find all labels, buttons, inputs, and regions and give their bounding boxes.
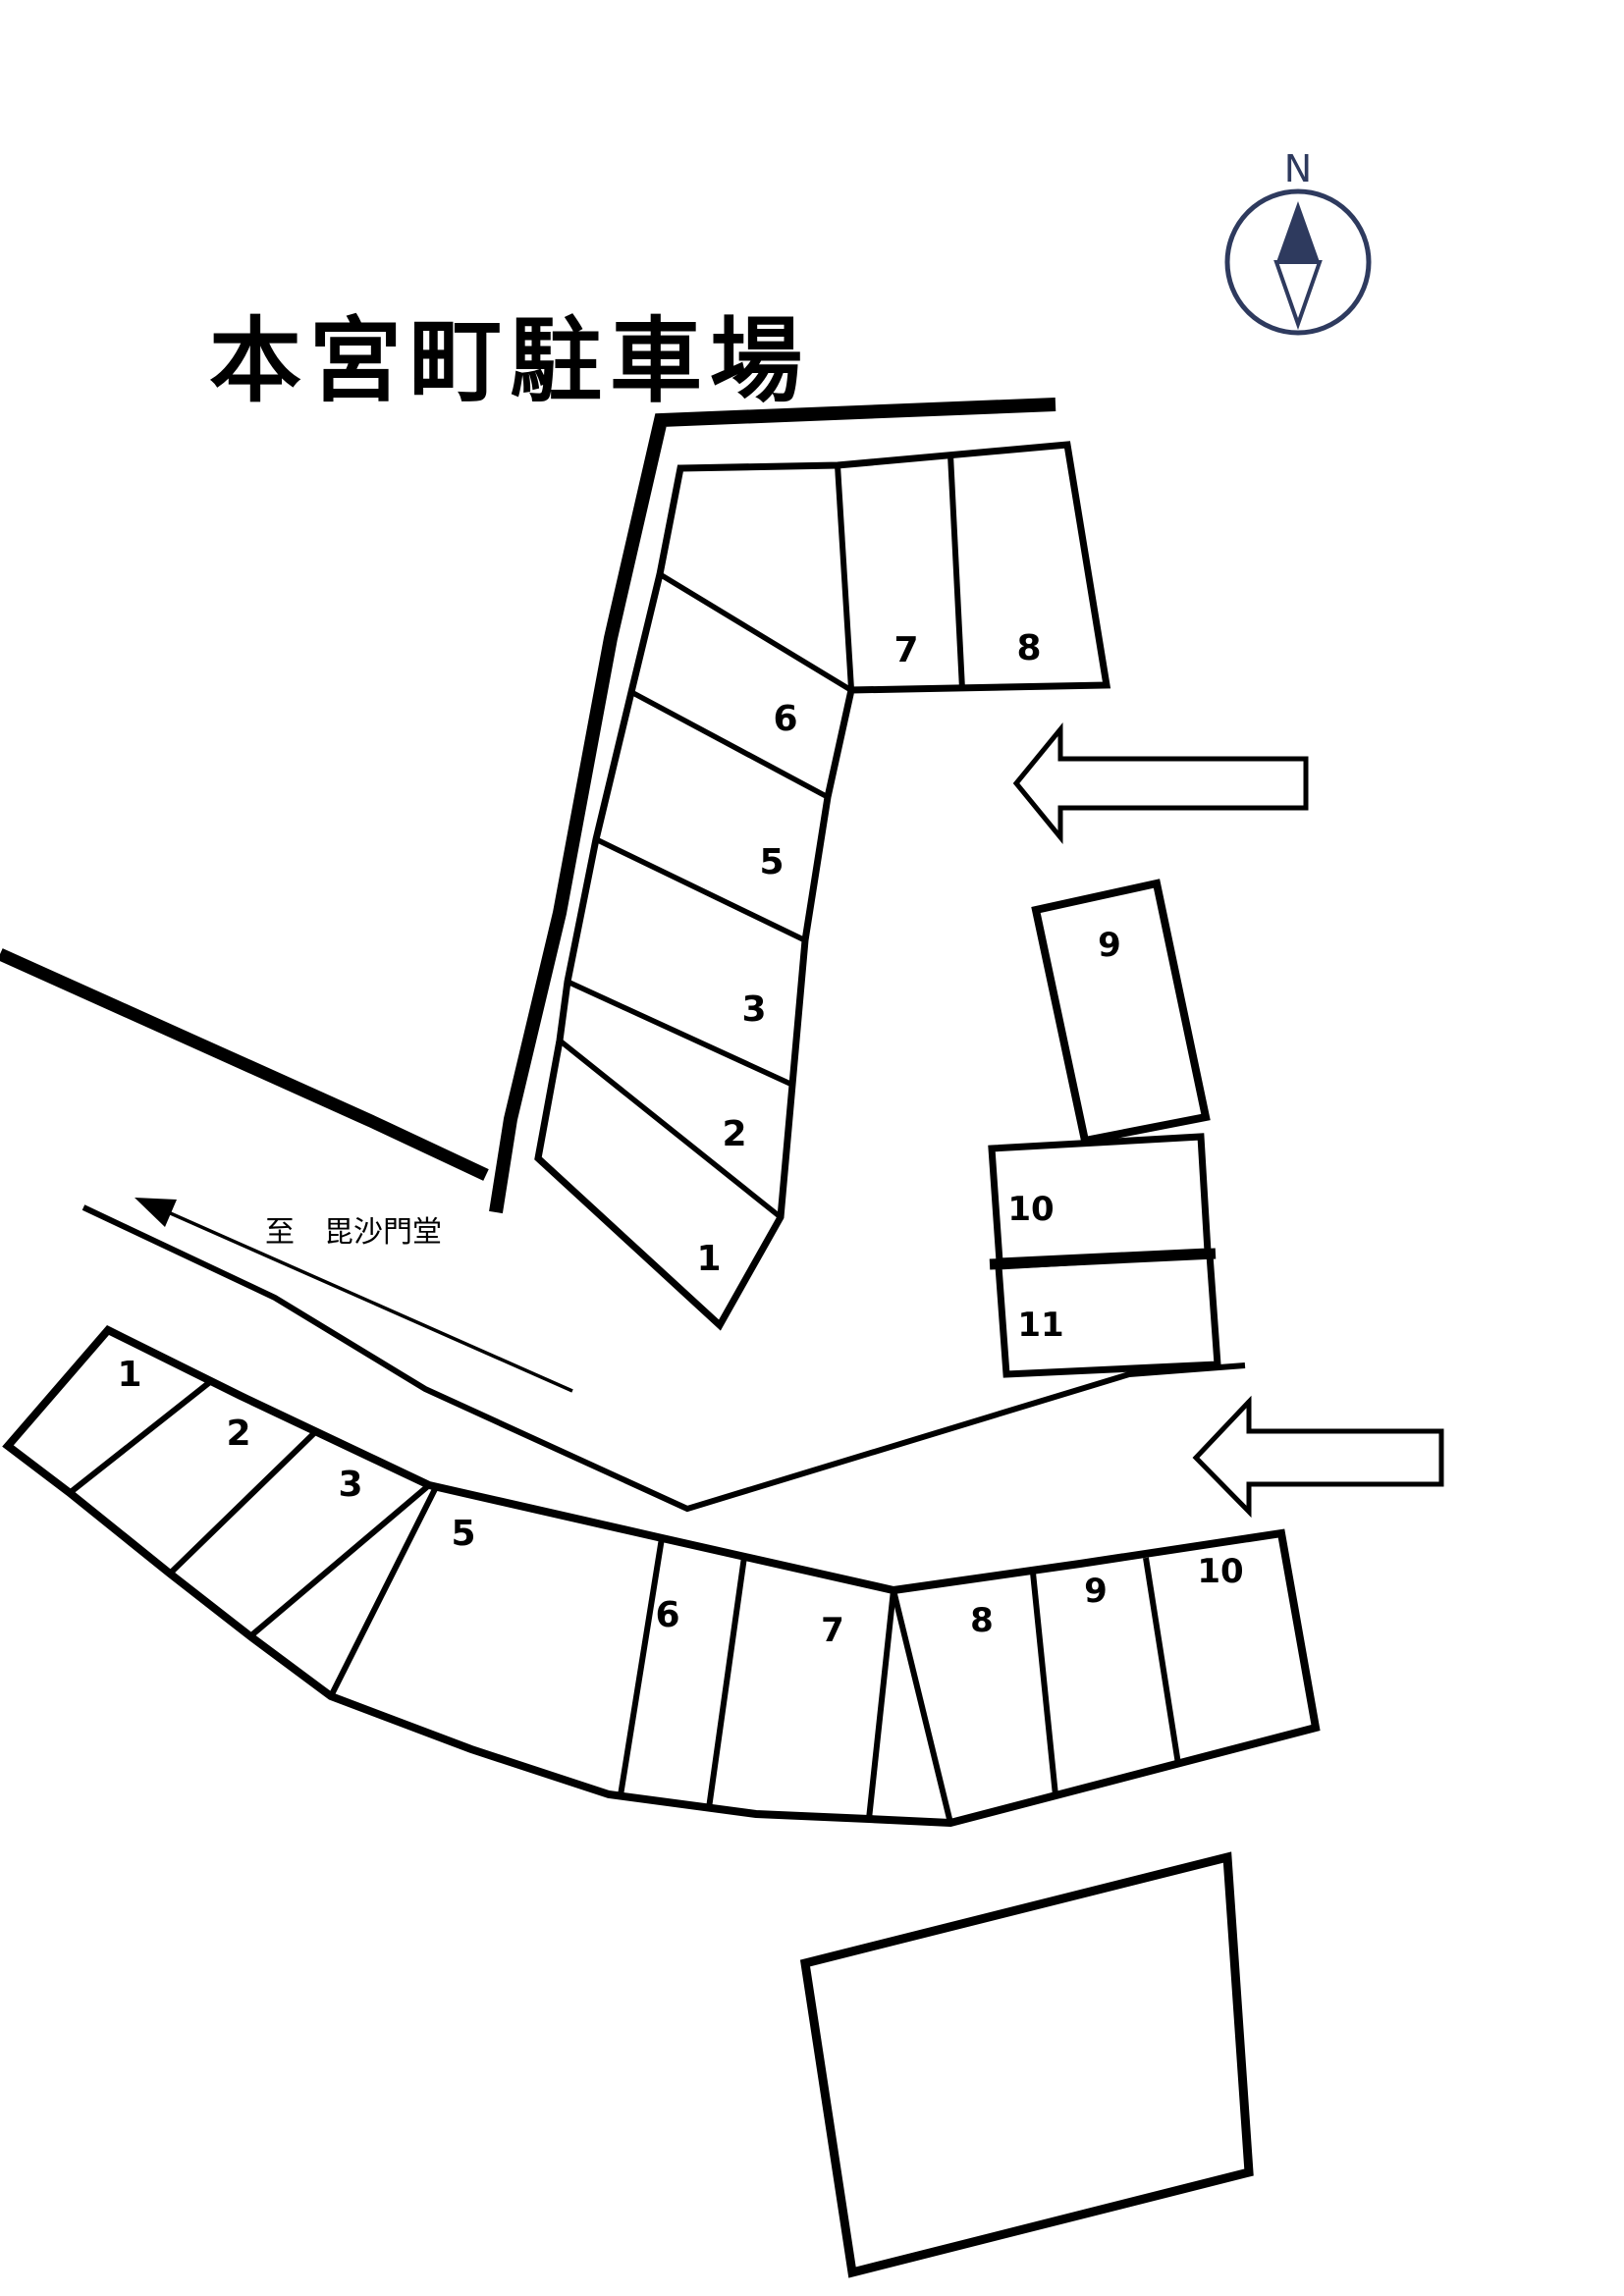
lower-lot-outline	[2, 1325, 1321, 1828]
compass-needle-north	[1276, 201, 1320, 262]
upper-space-1: 1	[696, 1239, 721, 1279]
divider-wedge-l8	[891, 1589, 953, 1824]
compass-needle-south	[1273, 260, 1323, 331]
upper-space-6: 6	[773, 699, 797, 739]
bishamondo-direction: 至 毘沙門堂	[135, 1198, 573, 1393]
road-note: 至 毘沙門堂	[265, 1215, 442, 1250]
lower-space-8: 8	[970, 1601, 994, 1640]
divider-l1-l2	[69, 1378, 213, 1495]
divider-l3-sliver	[248, 1482, 431, 1639]
direction-arrow-shaft	[156, 1205, 573, 1393]
upper-space-7: 7	[893, 630, 918, 670]
road-edge-left	[0, 948, 489, 1181]
entrance-arrow-upper-icon	[1012, 721, 1309, 845]
divider-10-11	[989, 1248, 1217, 1270]
divider-5-3	[594, 836, 807, 943]
upper-space-2: 2	[722, 1114, 746, 1154]
lower-space-9: 9	[1084, 1572, 1108, 1611]
side-space-10: 10	[1007, 1190, 1054, 1229]
divider-l9-l10	[1143, 1557, 1181, 1765]
divider-l7-wedge	[866, 1589, 896, 1820]
lower-space-1: 1	[117, 1355, 141, 1395]
compass: N	[1224, 147, 1372, 336]
side-lots: 9 10 11	[988, 879, 1221, 1378]
divider-2-1	[558, 1038, 783, 1220]
divider-l5-l6	[618, 1537, 665, 1796]
divider-3-2	[566, 979, 794, 1088]
lower-lot: 1 2 3 5 6 7 8 9 10	[2, 1325, 1321, 1828]
divider-l6-l7	[706, 1556, 747, 1809]
page-title: 本宮町駐車場	[209, 308, 810, 415]
divider-l8-l9	[1030, 1572, 1058, 1796]
compass-label: N	[1284, 147, 1312, 190]
divider-sliver-l5	[328, 1487, 438, 1698]
upper-space-5: 5	[759, 842, 784, 882]
divider-6-5	[629, 689, 830, 800]
side-space-9: 9	[1098, 926, 1121, 965]
direction-arrow-head-icon	[135, 1198, 177, 1227]
lot-9-outline	[1031, 879, 1211, 1146]
lower-space-3: 3	[338, 1465, 362, 1505]
lower-space-2: 2	[226, 1414, 250, 1454]
lower-space-6: 6	[655, 1595, 679, 1635]
divider-l2-l3	[167, 1430, 317, 1576]
lower-space-5: 5	[451, 1514, 475, 1554]
upper-lot: 6 5 3 2 1 7 8	[534, 441, 1111, 1331]
upper-space-8: 8	[1016, 628, 1041, 668]
building-outline	[799, 1851, 1254, 2278]
lower-space-10: 10	[1197, 1552, 1243, 1591]
road-edge-middle	[81, 1204, 1246, 1513]
upper-space-3: 3	[741, 989, 766, 1030]
divider-7-8	[947, 454, 965, 690]
entrance-arrow-lower-icon	[1192, 1395, 1444, 1519]
divider-wedge-6	[658, 571, 851, 692]
side-space-11: 11	[1017, 1306, 1063, 1345]
space7-left-edge	[835, 464, 854, 690]
compass-circle	[1224, 188, 1372, 336]
lower-space-7: 7	[821, 1611, 844, 1650]
road-edge-top	[489, 398, 1056, 1214]
